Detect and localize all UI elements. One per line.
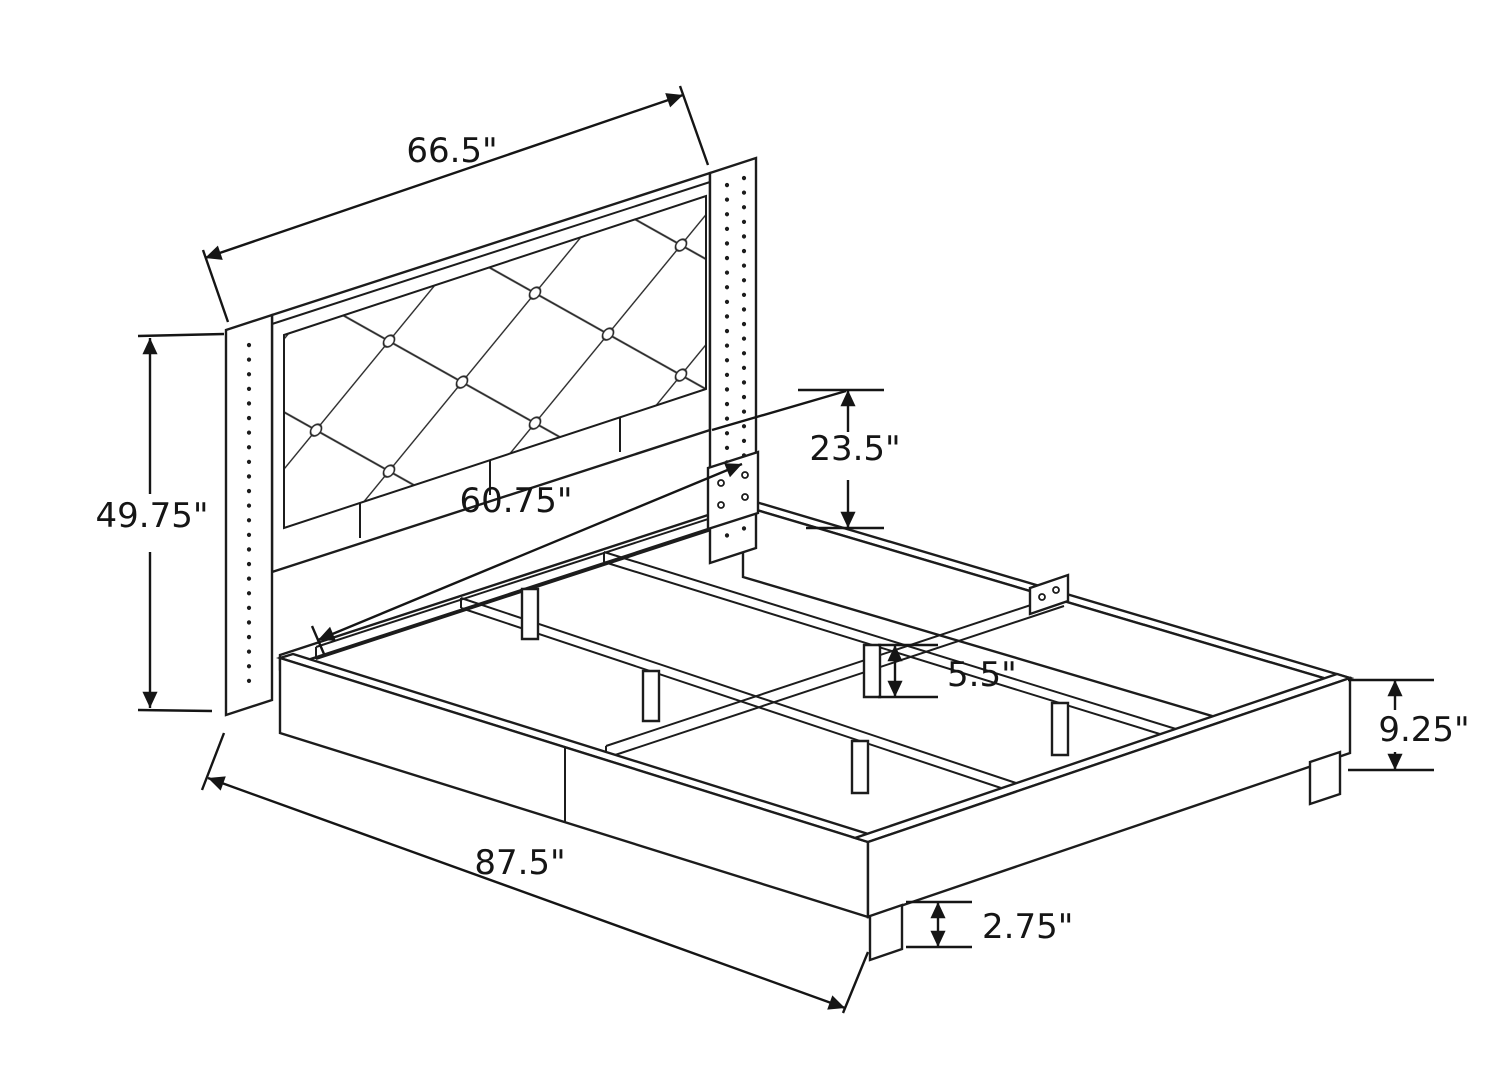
- dimension-annotations: 66.5" 49.75" 23.5" 60.75": [96, 85, 1470, 1014]
- extension-line: [678, 85, 710, 166]
- center-leg-measured: [862, 643, 882, 699]
- dim-label-foot-leg-height: 2.75": [982, 907, 1073, 947]
- dim-center-leg-height: 5.5": [878, 643, 1017, 699]
- screw-icon: [741, 493, 749, 501]
- dim-label-center-leg-height: 5.5": [947, 655, 1017, 695]
- dimension-line: [317, 462, 743, 642]
- dim-label-overall-length: 87.5": [474, 843, 565, 883]
- extension-line: [200, 732, 226, 791]
- extension-line: [310, 625, 326, 655]
- dim-headboard-width: 66.5": [201, 85, 710, 323]
- extension-line: [137, 708, 213, 713]
- dim-side-rail-height: 9.25": [1348, 678, 1470, 772]
- dim-label-inner-width: 60.75": [460, 481, 573, 521]
- screw-icon: [1038, 593, 1046, 601]
- dim-inner-width: 60.75": [310, 462, 743, 655]
- dim-label-panel-to-rail: 23.5": [809, 429, 900, 469]
- dimension-line: [204, 93, 684, 260]
- headboard: [224, 156, 760, 717]
- center-leg: [641, 669, 661, 723]
- extension-line: [841, 951, 870, 1014]
- dim-label-headboard-height: 49.75": [96, 496, 209, 536]
- headboard-left-post: [224, 313, 274, 717]
- dim-overall-length: 87.5": [200, 732, 870, 1014]
- extension-line: [711, 389, 847, 432]
- dimension-line: [207, 776, 846, 1010]
- dim-foot-leg-height: 2.75": [906, 900, 1073, 949]
- joint-bracket-plate: [1028, 573, 1070, 616]
- center-leg: [850, 739, 870, 795]
- center-leg: [1050, 701, 1070, 757]
- foot-leg-near: [868, 903, 904, 962]
- extension-line: [201, 249, 230, 323]
- center-leg: [520, 587, 540, 641]
- foot-leg-far: [1308, 750, 1342, 806]
- extension-line: [137, 332, 225, 338]
- screw-icon: [717, 479, 725, 487]
- dim-panel-to-rail: 23.5": [711, 388, 901, 530]
- screw-icon: [717, 501, 725, 509]
- bed-frame: [275, 498, 1355, 962]
- screw-icon: [741, 471, 749, 479]
- dim-label-side-rail-height: 9.25": [1378, 710, 1469, 750]
- dim-label-headboard-width: 66.5": [406, 131, 497, 171]
- foot-rail-face: [866, 676, 1352, 919]
- dim-headboard-height: 49.75": [96, 332, 225, 713]
- near-side-rail-face: [278, 656, 870, 919]
- screw-icon: [1052, 586, 1060, 594]
